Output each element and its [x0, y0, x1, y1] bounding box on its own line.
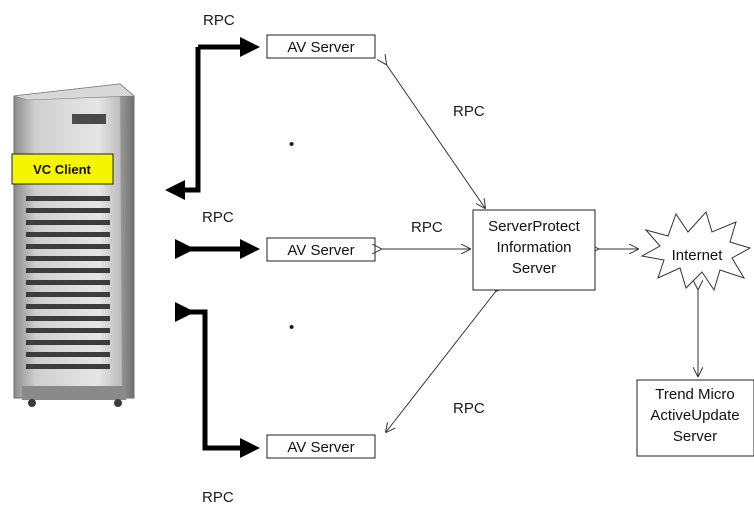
- vent-slot: [26, 244, 110, 249]
- av-server-top: AV Server: [266, 34, 376, 59]
- vc-client-label: VC Client: [33, 162, 91, 177]
- rpc-label-upper-right: RPC: [453, 103, 485, 120]
- tower-vents: [26, 196, 110, 369]
- av-server-top-label: AV Server: [287, 39, 354, 56]
- connector-top-left-arrow: [165, 47, 201, 200]
- rpc-label-middle-left: RPC: [202, 209, 234, 226]
- av-server-bottom-label: AV Server: [287, 439, 354, 456]
- internet-label: Internet: [672, 247, 724, 264]
- internet-burst-icon: [640, 211, 752, 292]
- vent-slot: [26, 220, 110, 225]
- connector-bottom-arrow: [175, 302, 260, 458]
- av-server-bottom: AV Server: [266, 434, 376, 459]
- vent-slot: [26, 256, 110, 261]
- vent-slot: [26, 304, 110, 309]
- activeupdate-line-1: Trend Micro: [655, 386, 734, 403]
- vent-slot: [26, 280, 110, 285]
- tower-wheel: [28, 399, 36, 407]
- info-server-line-1: ServerProtect: [488, 218, 581, 235]
- vent-slot: [26, 232, 110, 237]
- tower-wheel: [114, 399, 122, 407]
- av-server-middle-label: AV Server: [287, 242, 354, 259]
- vent-slot: [26, 196, 110, 201]
- internet-cloud: Internet: [640, 211, 752, 292]
- rpc-label-bottom: RPC: [202, 489, 234, 506]
- ellipsis-dot: •: [289, 136, 294, 153]
- vc-client-tower: VC Client: [11, 83, 135, 407]
- vent-slot: [26, 352, 110, 357]
- vent-slot: [26, 328, 110, 333]
- vent-slot: [26, 292, 110, 297]
- vent-slot: [26, 208, 110, 213]
- rpc-connectors: [165, 37, 260, 458]
- information-server: ServerProtect Information Server: [472, 209, 596, 291]
- info-server-line-3: Server: [512, 260, 556, 277]
- vc-client-label-box: [11, 153, 114, 185]
- vent-slot: [26, 316, 110, 321]
- thin-links: [381, 64, 698, 432]
- tower-badge: [72, 114, 106, 124]
- rpc-label-center: RPC: [411, 219, 443, 236]
- vent-slot: [26, 340, 110, 345]
- vent-slot: [26, 268, 110, 273]
- av-server-middle: AV Server: [266, 237, 376, 262]
- activeupdate-line-3: Server: [673, 428, 717, 445]
- rpc-label-lower-right: RPC: [453, 400, 485, 417]
- vent-slot: [26, 364, 110, 369]
- ellipsis-dot: •: [289, 319, 294, 336]
- activeupdate-line-2: ActiveUpdate: [650, 407, 739, 424]
- link-bottom-av-to-info: [386, 291, 496, 432]
- activeupdate-server: Trend Micro ActiveUpdate Server: [636, 379, 754, 457]
- rpc-label-top: RPC: [203, 12, 235, 29]
- info-server-line-2: Information: [496, 239, 571, 256]
- link-top-av-to-info: [386, 64, 485, 208]
